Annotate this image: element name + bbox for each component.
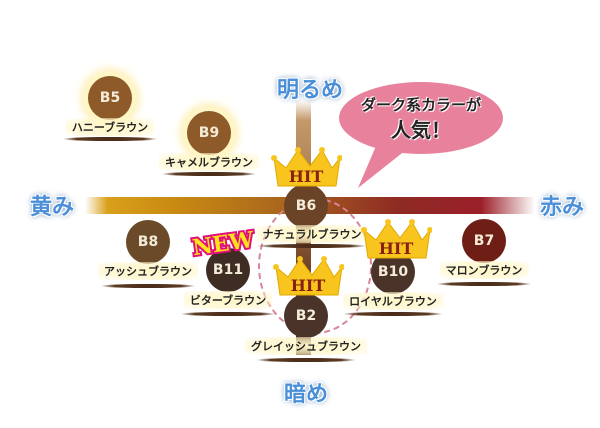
shade-name-b7: マロンブラウン — [439, 261, 529, 279]
brush-stroke — [436, 282, 532, 286]
brush-stroke — [343, 312, 443, 316]
callout-line2: 人気！ — [391, 118, 451, 142]
hit-crown-icon: HIT — [361, 219, 432, 259]
shade-swatch-b2[interactable]: B2 — [284, 294, 328, 338]
shade-name-b11: ビターブラウン — [183, 291, 273, 309]
brush-stroke — [256, 358, 356, 362]
hit-crown-icon: HIT — [271, 147, 342, 187]
svg-text:NEW: NEW — [191, 227, 256, 260]
shade-swatch-b5[interactable]: B5 — [88, 76, 132, 120]
new-badge-icon: NEW — [189, 226, 258, 260]
hit-crown-icon: HIT — [273, 256, 344, 296]
speech-bubble-icon — [339, 82, 503, 188]
shade-name-b6: ナチュラルブラウン — [256, 225, 368, 243]
callout-line1: ダーク系カラーが — [360, 96, 481, 114]
shade-swatch-b6[interactable]: B6 — [284, 184, 328, 228]
svg-text:HIT: HIT — [291, 276, 326, 295]
shade-swatch-b8[interactable]: B8 — [126, 220, 170, 264]
shade-swatch-b7[interactable]: B7 — [462, 219, 506, 263]
svg-text:HIT: HIT — [289, 167, 324, 186]
brush-stroke — [180, 312, 276, 316]
brush-stroke — [62, 137, 158, 141]
shade-name-b5: ハニーブラウン — [65, 118, 155, 136]
shade-name-b8: アッシュブラウン — [98, 262, 198, 280]
axis-label-yellowish: 黄み — [29, 195, 75, 220]
shade-name-b2: グレイッシュブラウン — [245, 337, 367, 355]
shade-name-b10: ロイヤルブラウン — [343, 292, 443, 310]
axis-label-bright: 明るめ — [276, 78, 344, 103]
shade-swatch-b9[interactable]: B9 — [187, 111, 231, 155]
brush-stroke — [100, 284, 196, 288]
axis-label-reddish: 赤み — [539, 195, 585, 220]
svg-text:HIT: HIT — [379, 239, 414, 258]
brush-stroke — [257, 244, 367, 248]
axis-label-dark: 暗め — [283, 382, 329, 407]
shade-swatch-b11[interactable]: B11 — [206, 248, 250, 292]
brush-stroke — [161, 172, 257, 176]
shade-name-b9: キャメルブラウン — [159, 153, 259, 171]
